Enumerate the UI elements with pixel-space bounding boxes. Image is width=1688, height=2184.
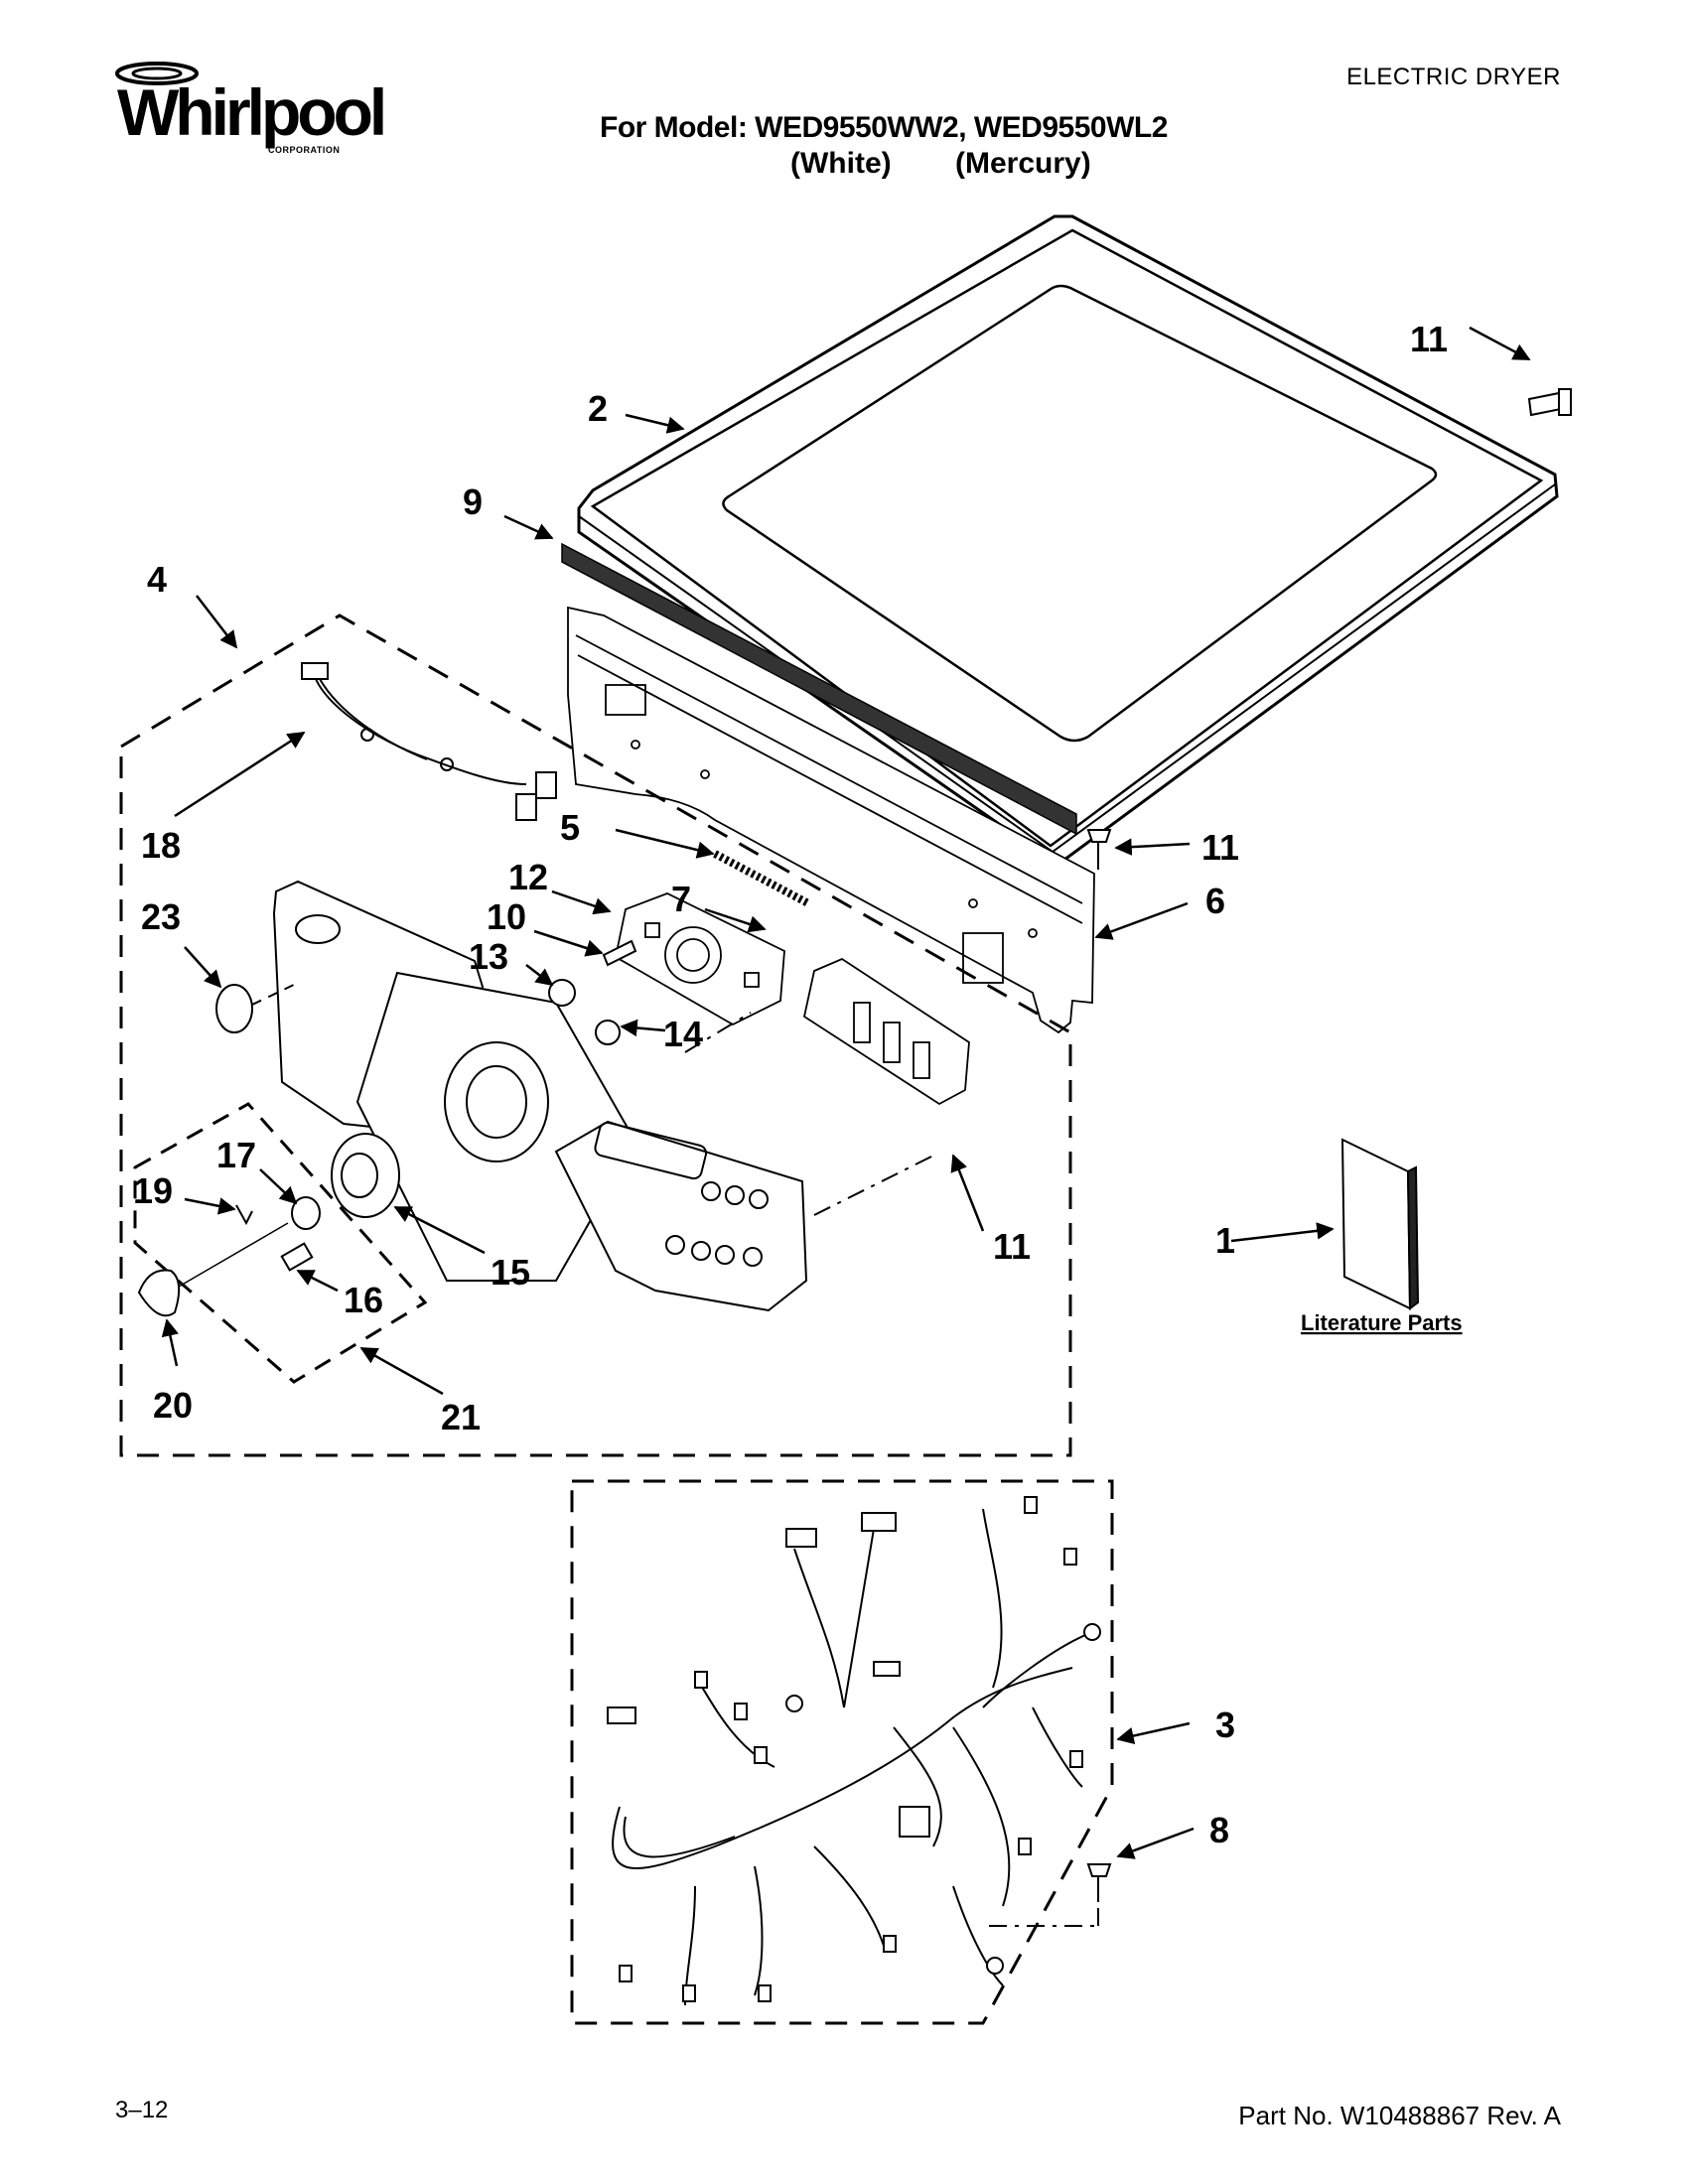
callout-10: 10 xyxy=(487,896,526,937)
gasket-strip xyxy=(561,542,1077,836)
page-number: 3–12 xyxy=(115,2097,169,2123)
callout-12: 11 xyxy=(993,1226,1031,1267)
logo-corporation: CORPORATION xyxy=(268,145,341,155)
callout-5: 5 xyxy=(560,807,580,848)
variant-mercury: (Mercury) xyxy=(955,147,1091,180)
electronic-control-board xyxy=(802,957,970,1106)
model-line: For Model: WED9550WW2, WED9550WL2 xyxy=(600,111,1168,144)
callout-21: 20 xyxy=(153,1385,193,1426)
callout-19: 18 xyxy=(141,825,181,866)
callout-20: 19 xyxy=(133,1170,173,1211)
callout-4: 4 xyxy=(147,559,167,600)
callout-labels: 2 11 9 4 18 5 11 6 12 7 10 23 13 14 17 1… xyxy=(133,319,1463,1850)
wire-harness-boundary xyxy=(570,1479,1114,2025)
main-wire-harness xyxy=(607,1496,1101,2006)
callout-11-mid: 11 xyxy=(1201,827,1239,868)
whirlpool-logo: Whirlpool CORPORATION xyxy=(109,58,387,157)
callout-22: 21 xyxy=(441,1397,481,1437)
callout-15: 14 xyxy=(663,1014,703,1054)
console-assembly-boundary xyxy=(119,614,1072,1457)
callout-23: 23 xyxy=(141,896,181,937)
literature-book xyxy=(1340,1138,1420,1310)
callout-7: 7 xyxy=(671,879,691,919)
badge xyxy=(215,984,253,1033)
callout-8: 8 xyxy=(1209,1810,1229,1850)
part-number: Part No. W10488867 Rev. A xyxy=(1238,2101,1561,2130)
callout-2: 2 xyxy=(588,388,608,429)
logo-wordmark: Whirlpool xyxy=(117,75,387,149)
knob-kit-parts xyxy=(137,1196,321,1317)
variant-white: (White) xyxy=(790,147,892,180)
callout-13: 12 xyxy=(508,857,548,897)
console-housing xyxy=(272,880,808,1312)
callout-3: 3 xyxy=(1215,1705,1235,1745)
small-console-parts xyxy=(548,939,637,1045)
callout-14: 13 xyxy=(469,936,508,977)
leader-lines xyxy=(161,326,1531,1859)
callout-6: 6 xyxy=(1205,881,1225,921)
console-bracket xyxy=(567,606,1095,1034)
callout-1: 1 xyxy=(1215,1220,1235,1261)
callout-17: 16 xyxy=(344,1280,383,1320)
knob-ring xyxy=(331,1133,400,1218)
document-type: ELECTRIC DRYER xyxy=(1346,64,1561,90)
screws xyxy=(1086,388,1572,1902)
callout-18: 17 xyxy=(216,1135,256,1175)
console-wire-harness xyxy=(301,662,557,821)
connector-lines xyxy=(684,1012,1099,1927)
literature-parts-label: Literature Parts xyxy=(1301,1310,1463,1335)
callout-9: 9 xyxy=(463,481,483,522)
user-interface-board xyxy=(614,892,785,1026)
callout-16: 15 xyxy=(491,1252,530,1293)
logo-swirl-icon xyxy=(115,62,199,85)
callout-11-top: 11 xyxy=(1410,319,1448,359)
